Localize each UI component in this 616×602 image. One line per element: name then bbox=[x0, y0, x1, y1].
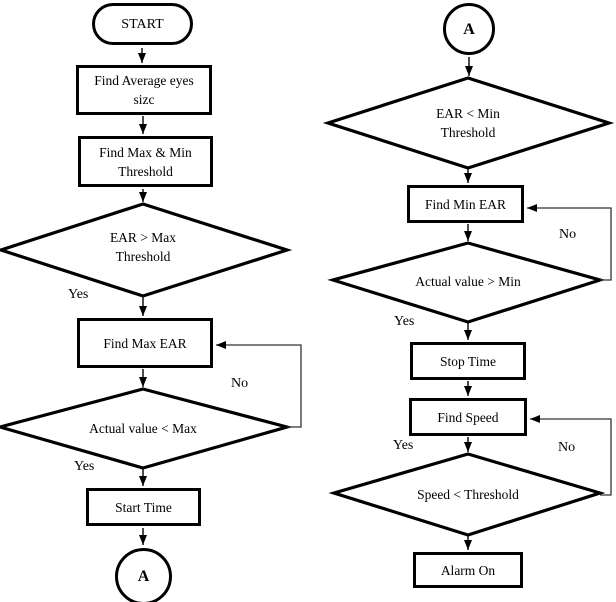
terminator-start-label: START bbox=[121, 16, 164, 32]
edge-label-yes-actual-lt-max: Yes bbox=[74, 459, 95, 474]
decision-ear-gt-max bbox=[0, 202, 293, 298]
process-start-time-label: Start Time bbox=[115, 499, 172, 515]
process-alarm-on: Alarm On bbox=[413, 552, 523, 588]
decision-ear-lt-min-label: EAR < Min Threshold bbox=[378, 104, 558, 142]
process-find-max-min-threshold: Find Max & Min Threshold bbox=[78, 136, 213, 187]
decision-ear-gt-max-line1: EAR > Max bbox=[109, 230, 177, 245]
loop-actualmax-no-to-findmaxear bbox=[216, 341, 302, 428]
decision-ear-gt-max-label: EAR > Max Threshold bbox=[53, 228, 233, 266]
decision-ear-gt-max-line2: Threshold bbox=[115, 249, 171, 264]
connector-a-left: A bbox=[115, 548, 172, 602]
edge-label-no-find-max-ear: No bbox=[231, 376, 249, 391]
process-start-time: Start Time bbox=[86, 488, 201, 526]
process-find-max-min-line1: Find Max & Min bbox=[99, 144, 192, 160]
terminator-start: START bbox=[92, 3, 193, 45]
process-stop-time-label: Stop Time bbox=[440, 353, 496, 369]
process-find-max-min-line2: Threshold bbox=[118, 163, 173, 179]
edge-label-yes-actual-gt-min: Yes bbox=[394, 314, 415, 329]
connector-a-right: A bbox=[443, 3, 495, 55]
edge-label-yes-speed-lt-threshold: Yes bbox=[393, 438, 414, 453]
process-find-max-ear-label: Find Max EAR bbox=[103, 335, 187, 351]
connector-a-right-label: A bbox=[463, 20, 475, 38]
edge-label-no-find-min-ear: No bbox=[559, 227, 577, 242]
process-alarm-on-label: Alarm On bbox=[440, 562, 496, 578]
edge-label-no-speed-lt-threshold: No bbox=[558, 440, 576, 455]
process-find-speed-label: Find Speed bbox=[437, 409, 499, 425]
decision-actual-gt-min-label: Actual value > Min bbox=[368, 272, 568, 291]
process-find-min-ear-label: Find Min EAR bbox=[424, 196, 506, 212]
decision-actual-lt-max-label: Actual value < Max bbox=[43, 419, 243, 438]
decision-actual-lt-max bbox=[0, 387, 294, 470]
process-find-average-line2: sizc bbox=[133, 92, 155, 107]
process-find-speed: Find Speed bbox=[409, 398, 527, 436]
process-find-min-ear: Find Min EAR bbox=[407, 185, 524, 223]
connector-a-left-label: A bbox=[137, 568, 150, 585]
decision-speed-lt-threshold bbox=[328, 452, 606, 537]
loop-speedthr-no-to-findspeed bbox=[530, 415, 612, 496]
decision-actual-gt-min-text: Actual value > Min bbox=[415, 274, 521, 289]
edge-label-yes-ear-gt-max: Yes bbox=[68, 287, 89, 302]
process-find-max-ear: Find Max EAR bbox=[77, 318, 213, 368]
decision-ear-lt-min-line2: Threshold bbox=[440, 125, 496, 140]
decision-actual-gt-min bbox=[327, 241, 606, 324]
decision-speed-lt-threshold-text: Speed < Threshold bbox=[417, 487, 519, 502]
decision-speed-lt-threshold-label: Speed < Threshold bbox=[368, 485, 568, 504]
process-stop-time: Stop Time bbox=[410, 342, 526, 380]
process-find-average-eyes-size: Find Average eyes sizc bbox=[76, 65, 212, 115]
process-find-average-line1: Find Average eyes bbox=[94, 73, 194, 88]
decision-ear-lt-min-line1: EAR < Min bbox=[436, 106, 500, 121]
decision-ear-lt-min bbox=[322, 76, 615, 170]
decision-actual-lt-max-text: Actual value < Max bbox=[89, 421, 197, 436]
loop-actualmin-no-to-findminear bbox=[527, 204, 612, 281]
